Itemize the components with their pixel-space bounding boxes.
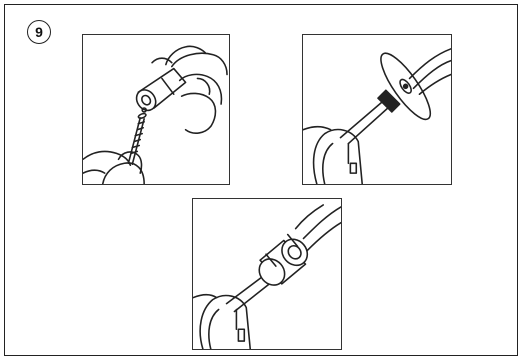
insert-mandrel-drawing [83,35,229,184]
illustration-mount-disc [302,34,452,185]
tool-body [193,295,250,349]
instruction-sheet: 9 [4,4,518,356]
mount-disc-drawing [303,35,451,184]
step-number: 9 [35,24,43,40]
step-number-badge: 9 [27,20,51,44]
collet-cap [133,69,186,115]
illustration-insert-mandrel [82,34,230,185]
cutting-disc [373,47,438,125]
collet-nut [254,234,313,290]
tool-body [303,127,362,184]
mandrel-screw [128,108,146,164]
tighten-nut-drawing [193,199,341,349]
illustration-tighten-nut [192,198,342,350]
tool-shaft [340,90,399,143]
